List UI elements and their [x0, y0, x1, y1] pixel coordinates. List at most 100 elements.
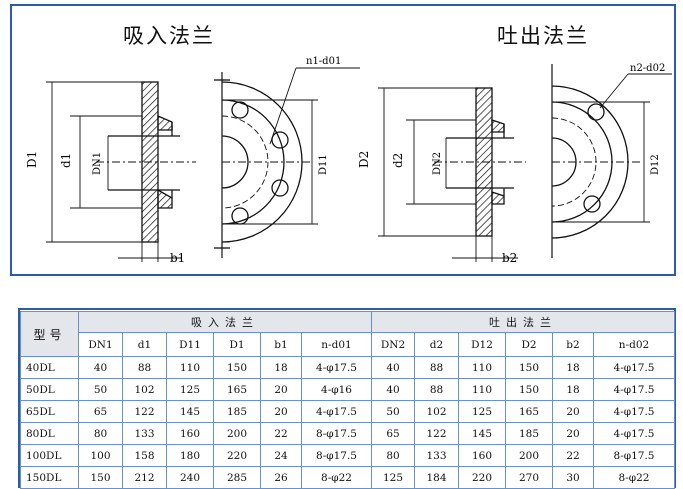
discharge-bolt-holes-label: n2-d02	[630, 63, 665, 74]
table-cell: 200	[213, 422, 261, 445]
discharge-thickness-label: b2	[502, 251, 517, 265]
column-header: D1	[213, 332, 261, 357]
discharge-outer-diameter-label: D2	[357, 151, 371, 168]
table-cell: 50	[371, 400, 415, 423]
row-model: 65DL	[20, 400, 79, 423]
row-model: 40DL	[20, 356, 79, 379]
suction-outer-diameter-label: D1	[25, 151, 39, 168]
table-cell: 88	[414, 356, 459, 379]
table-cell: 220	[213, 444, 261, 467]
table-cell: 24	[260, 444, 302, 467]
table-cell: 270	[505, 466, 553, 489]
table-column-header-row: DN1 d1 D11 D1 b1 n-d01 DN2 d2 D12 D2 b2 …	[21, 332, 675, 357]
table-cell: 125	[458, 400, 506, 423]
discharge-bolt-circle-label: D12	[650, 154, 661, 175]
table-cell: 20	[552, 422, 594, 445]
table-cell: 150	[505, 356, 553, 379]
discharge-section-view	[378, 87, 526, 262]
table-cell: 145	[166, 400, 214, 423]
column-header: b1	[260, 332, 302, 357]
table-cell: 158	[122, 444, 167, 467]
table-cell: 65	[371, 422, 415, 445]
suction-flange-title: 吸入法兰	[123, 24, 215, 48]
table-cell: 18	[260, 356, 302, 379]
table-cell: 122	[414, 422, 459, 445]
table-cell: 110	[458, 356, 506, 379]
table-cell: 22	[260, 422, 302, 445]
table-cell: 165	[213, 378, 261, 401]
table-cell: 160	[166, 422, 214, 445]
column-header: DN2	[371, 332, 415, 357]
table-cell: 20	[552, 400, 594, 423]
suction-raised-face-label: d1	[59, 153, 73, 168]
table-cell: 100	[78, 444, 123, 467]
suction-thickness-label: b1	[170, 251, 185, 265]
flange-spec-table: 型号 吸入法兰 吐出法兰 DN1 d1 D11 D1 b1 n-d01 DN2 …	[20, 311, 675, 489]
column-header: DN1	[78, 332, 123, 357]
table-cell: 40	[371, 356, 415, 379]
table-cell: 80	[78, 422, 123, 445]
table-cell: 125	[371, 466, 415, 489]
table-cell: 80	[371, 444, 415, 467]
table-cell: 40	[78, 356, 123, 379]
table-cell: 4-φ17.5	[593, 378, 675, 401]
table-cell: 20	[260, 400, 302, 423]
discharge-raised-face-label: d2	[391, 153, 405, 168]
table-cell: 133	[414, 444, 459, 467]
table-cell: 30	[552, 466, 594, 489]
row-model: 80DL	[20, 422, 79, 445]
column-header: D12	[458, 332, 506, 357]
table-cell: 4-φ17.5	[301, 356, 372, 379]
table-cell: 184	[414, 466, 459, 489]
table-cell: 88	[122, 356, 167, 379]
drawing-frame	[10, 4, 676, 276]
suction-flange-header: 吸入法兰	[78, 311, 372, 333]
discharge-nominal-diameter-label: DN2	[432, 152, 443, 175]
table-cell: 150	[78, 466, 123, 489]
table-cell: 4-φ17.5	[301, 400, 372, 423]
table-cell: 40	[371, 378, 415, 401]
table-cell: 133	[122, 422, 167, 445]
column-header: D11	[166, 332, 214, 357]
table-cell: 65	[78, 400, 123, 423]
table-group-header-row: 型号 吸入法兰 吐出法兰	[20, 311, 675, 357]
table-cell: 102	[122, 378, 167, 401]
table-cell: 18	[552, 378, 594, 401]
flange-drawings: D1 d1 DN1 b1 D11 n1-d01	[25, 56, 672, 265]
table-cell: 200	[505, 444, 553, 467]
table-cell: 4-φ17.5	[593, 400, 675, 423]
table-cell: 20	[260, 378, 302, 401]
suction-section-view	[46, 81, 196, 262]
table-cell: 4-φ17.5	[593, 356, 675, 379]
column-header: D2	[505, 332, 553, 357]
table-cell: 180	[166, 444, 214, 467]
table-cell: 122	[122, 400, 167, 423]
table-cell: 145	[458, 422, 506, 445]
table-cell: 50	[78, 378, 123, 401]
table-cell: 18	[552, 356, 594, 379]
row-model: 100DL	[20, 444, 79, 467]
column-header: n-d01	[301, 332, 372, 357]
table-cell: 4-φ16	[301, 378, 372, 401]
table-cell: 8-φ17.5	[593, 444, 675, 467]
table-cell: 88	[414, 378, 459, 401]
suction-nominal-diameter-label: DN1	[92, 152, 103, 175]
column-header: n-d02	[593, 332, 675, 357]
table-cell: 26	[260, 466, 302, 489]
table-cell: 125	[166, 378, 214, 401]
table-cell: 8-φ17.5	[301, 422, 372, 445]
table-cell: 212	[122, 466, 167, 489]
table-cell: 8-φ17.5	[301, 444, 372, 467]
table-cell: 22	[552, 444, 594, 467]
table-cell: 8-φ22	[593, 466, 675, 489]
table-cell: 150	[505, 378, 553, 401]
table-cell: 8-φ22	[301, 466, 372, 489]
table-cell: 220	[458, 466, 506, 489]
table-cell: 185	[213, 400, 261, 423]
column-header: d2	[414, 332, 459, 357]
